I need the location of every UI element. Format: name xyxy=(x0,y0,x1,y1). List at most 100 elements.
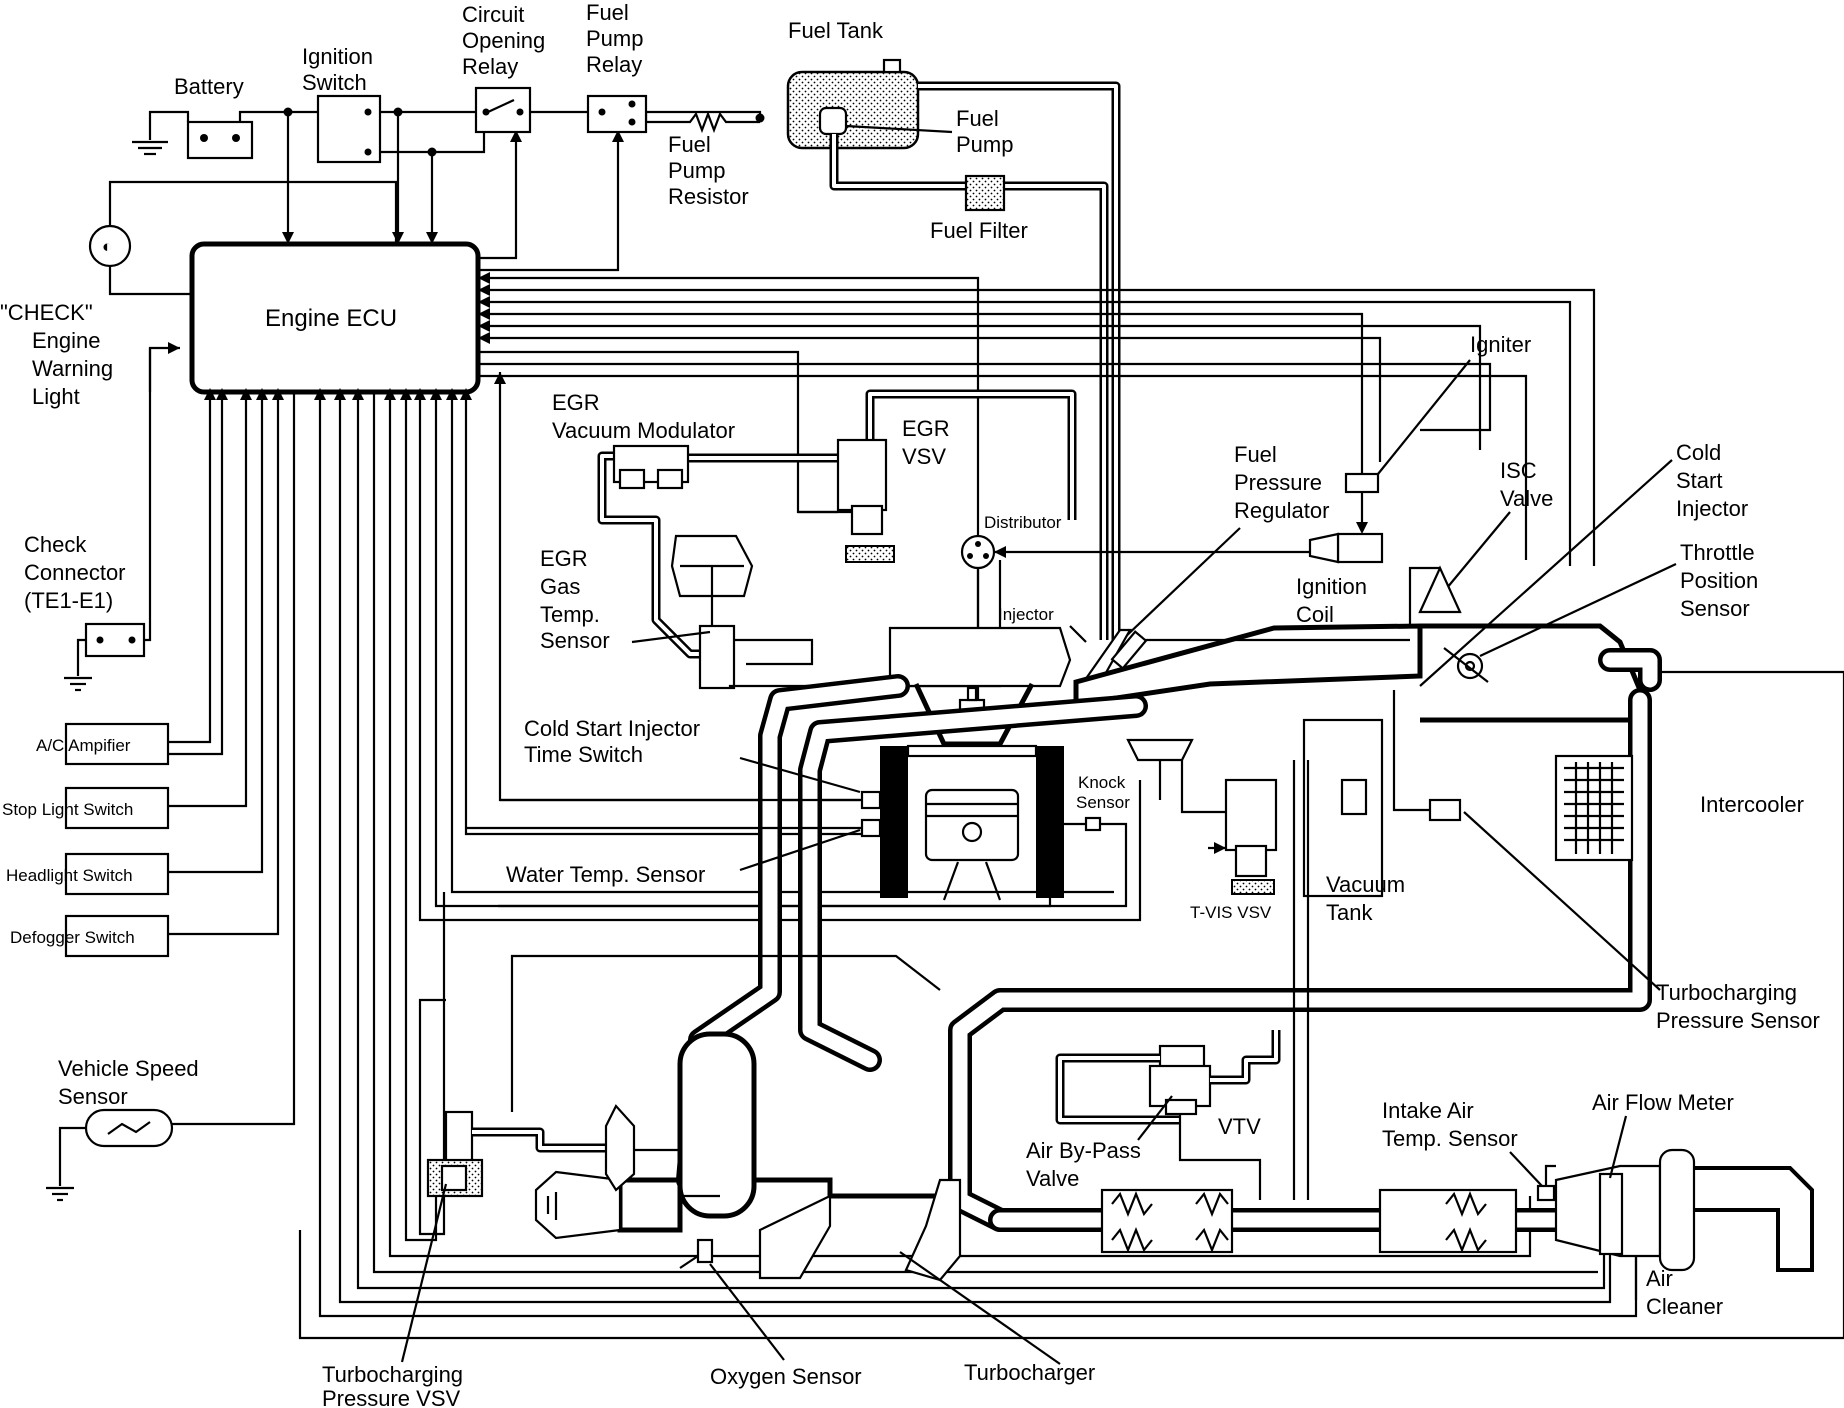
egr-vacuum-modulator-label-1: EGR xyxy=(552,390,600,415)
oxygen-sensor: Oxygen Sensor xyxy=(679,1238,862,1389)
water-temp-sensor-label: Water Temp. Sensor xyxy=(506,862,705,887)
cold-start-time-switch-label-1: Cold Start Injector xyxy=(524,716,700,741)
switch-boxes: A/C Ampifier Stop Light Switch Headlight… xyxy=(2,722,170,958)
air-flow-meter-label: Air Flow Meter xyxy=(1592,1090,1734,1115)
isc-valve-label-1: ISC xyxy=(1500,458,1537,483)
ignition-switch-label-1: Ignition xyxy=(302,44,373,69)
igniter-label: Igniter xyxy=(1470,332,1531,357)
svg-text:◐: ◐ xyxy=(102,237,112,256)
circuit-opening-relay-symbol: Circuit Opening Relay xyxy=(462,2,545,134)
distributor-label: Distributor xyxy=(984,513,1062,532)
check-engine-label-3: Warning xyxy=(32,356,113,381)
fuel-tank-label: Fuel Tank xyxy=(788,18,884,43)
knock-sensor-label-1: Knock xyxy=(1078,773,1126,792)
fuel-lines: Fuel Filter xyxy=(829,81,1121,640)
ignition-coil-label-2: Coil xyxy=(1296,602,1334,627)
egr-vsv-label-2: VSV xyxy=(902,444,946,469)
fuel-pressure-regulator-label-3: Regulator xyxy=(1234,498,1329,523)
fuel-pump-resistor-label-3: Resistor xyxy=(668,184,749,209)
vehicle-speed-sensor-label-2: Sensor xyxy=(58,1084,128,1109)
stop-light-switch-label: Stop Light Switch xyxy=(2,800,133,819)
cold-start-injector-label-2: Start xyxy=(1676,468,1722,493)
throttle-position-label-2: Position xyxy=(1680,568,1758,593)
intake-air-temp-label-1: Intake Air xyxy=(1382,1098,1474,1123)
fuel-pump-relay-label-1: Fuel xyxy=(586,0,629,25)
cold-start-injector-label-3: Injector xyxy=(1676,496,1748,521)
cold-start-injector-label-1: Cold xyxy=(1676,440,1721,465)
fuel-pressure-regulator-label-1: Fuel xyxy=(1234,442,1277,467)
egr-gas-temp-label-2: Gas xyxy=(540,574,580,599)
fuel-filter-label: Fuel Filter xyxy=(930,218,1028,243)
tvis-vsv-label: T-VIS VSV xyxy=(1190,903,1272,922)
engine-ecu: Engine ECU xyxy=(189,241,481,395)
engine-cylinder: Knock Sensor xyxy=(498,682,1130,908)
junction-dots xyxy=(283,107,765,157)
check-engine-light: ◐ "CHECK" Engine Warning Light xyxy=(0,180,398,409)
circuit-opening-relay-label-2: Opening xyxy=(462,28,545,53)
intake-air-temp-label-2: Temp. Sensor xyxy=(1382,1126,1518,1151)
throttle-position-label-3: Sensor xyxy=(1680,596,1750,621)
engine-sensors: Cold Start Injector Time Switch Water Te… xyxy=(466,716,882,887)
igniter-coil: Igniter Ignition Coil xyxy=(1296,332,1531,627)
injector-label: Injector xyxy=(998,605,1054,624)
turbo-pressure-sensor-label-1: Turbocharging xyxy=(1656,980,1797,1005)
intake-manifold xyxy=(888,565,1643,723)
throttle-position-label-1: Throttle xyxy=(1680,540,1755,565)
ignition-coil-label-1: Ignition xyxy=(1296,574,1367,599)
air-bypass: Air By-Pass Valve VTV xyxy=(1026,1030,1281,1200)
egr-vacuum-modulator-label-2: Vacuum Modulator xyxy=(552,418,735,443)
air-bypass-label-2: Valve xyxy=(1026,1166,1079,1191)
defogger-switch-label: Defogger Switch xyxy=(10,928,135,947)
check-connector-label-2: Connector xyxy=(24,560,126,585)
isc-valve-label-2: Valve xyxy=(1500,486,1553,511)
intercooler: Intercooler xyxy=(298,670,1844,1340)
turbocharger-label: Turbocharger xyxy=(964,1360,1095,1385)
air-cleaner-label-2: Cleaner xyxy=(1646,1294,1723,1319)
ignition-switch-label-2: Switch xyxy=(302,70,367,95)
battery-label: Battery xyxy=(174,74,244,99)
check-engine-label-2: Engine xyxy=(32,328,101,353)
fuel-pump-label-1: Fuel xyxy=(956,106,999,131)
egr-system: EGR Vacuum Modulator EGR Gas Temp. Senso… xyxy=(540,390,1002,690)
egr-vsv: EGR VSV xyxy=(798,389,1077,563)
ignition-switch-symbol: Ignition Switch xyxy=(302,44,382,164)
turbo-pressure-vsv: Turbocharging Pressure VSV xyxy=(322,954,941,1408)
check-engine-label-4: Light xyxy=(32,384,80,409)
fuel-pump-resistor-label-1: Fuel xyxy=(668,132,711,157)
fuel-pressure-regulator-label-2: Pressure xyxy=(1234,470,1322,495)
battery-symbol: Battery xyxy=(174,74,254,160)
vacuum-tank-label-1: Vacuum xyxy=(1326,872,1405,897)
fuel-tank: Fuel Tank Fuel Pump xyxy=(786,18,1013,157)
air-flow-meter: Air Flow Meter Air Cleaner xyxy=(1554,1090,1814,1319)
intercooler-label: Intercooler xyxy=(1700,792,1804,817)
check-engine-label-1: "CHECK" xyxy=(0,300,93,325)
circuit-opening-relay-label-1: Circuit xyxy=(462,2,524,27)
fuel-pump-label-2: Pump xyxy=(956,132,1013,157)
distributor: Distributor xyxy=(960,513,1310,700)
engine-ecu-label: Engine ECU xyxy=(265,305,397,332)
egr-gas-temp-label-4: Sensor xyxy=(540,628,610,653)
headlight-switch-label: Headlight Switch xyxy=(6,866,133,885)
fuel-pump-relay-label-2: Pump xyxy=(586,26,643,51)
vehicle-speed-sensor-label-1: Vehicle Speed xyxy=(58,1056,199,1081)
oxygen-sensor-label: Oxygen Sensor xyxy=(710,1364,862,1389)
fuel-pump-relay-label-3: Relay xyxy=(586,52,642,77)
circuit-opening-relay-label-3: Relay xyxy=(462,54,518,79)
vtv-label: VTV xyxy=(1218,1114,1261,1139)
check-connector-label-3: (TE1-E1) xyxy=(24,588,113,613)
check-connector-label-1: Check xyxy=(24,532,87,557)
tvis-system: T-VIS VSV Vacuum Tank xyxy=(1126,718,1405,1200)
turbocharger: Turbocharger xyxy=(534,1031,1095,1385)
egr-gas-temp-label-3: Temp. xyxy=(540,602,600,627)
ac-amplifier-label: A/C Ampifier xyxy=(36,736,131,755)
cold-start-time-switch-label-2: Time Switch xyxy=(524,742,643,767)
ecu-top-arrows xyxy=(282,130,624,244)
egr-vsv-label-1: EGR xyxy=(902,416,950,441)
air-cleaner-label-1: Air xyxy=(1646,1266,1673,1291)
vacuum-tank-label-2: Tank xyxy=(1326,900,1373,925)
turbo-pressure-vsv-label-1: Turbocharging xyxy=(322,1362,463,1387)
check-connector: Check Connector (TE1-E1) xyxy=(24,348,152,692)
air-bypass-label-1: Air By-Pass xyxy=(1026,1138,1141,1163)
